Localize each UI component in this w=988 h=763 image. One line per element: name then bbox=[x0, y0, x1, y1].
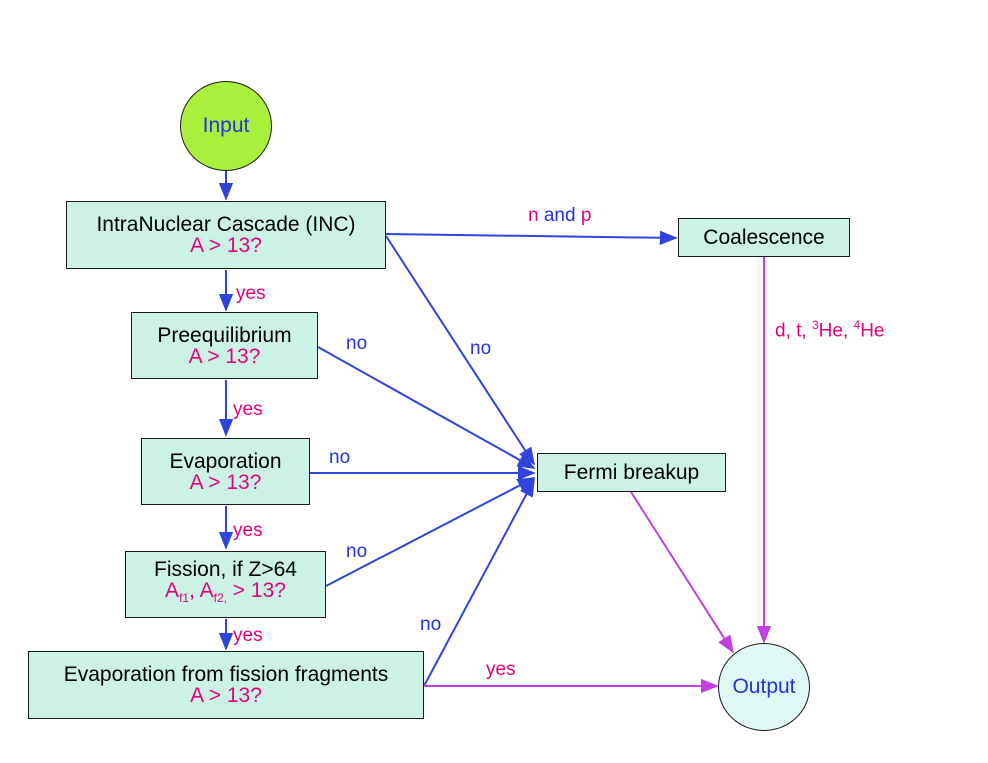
label-inc-preeq-yes: yes bbox=[236, 283, 266, 304]
fission-cond-a2-sub: f2, bbox=[213, 591, 227, 606]
label-fragments-fermi-no: no bbox=[420, 614, 442, 635]
fission-title: Fission, if Z>64 bbox=[154, 558, 297, 582]
label-n-and-p: n and p bbox=[528, 205, 591, 227]
fermi-label: Fermi breakup bbox=[563, 461, 700, 484]
fission-cond-a2: A bbox=[199, 579, 214, 603]
input-node: Input bbox=[180, 81, 272, 171]
label-and: and bbox=[543, 205, 576, 226]
inc-condition: A > 13? bbox=[190, 234, 262, 257]
preeq-box: Preequilibrium A > 13? bbox=[131, 312, 318, 379]
label-preeq-fermi-no: no bbox=[346, 333, 368, 354]
fission-cond-a1-sub: f1 bbox=[179, 591, 190, 606]
label-coalescence-products: d, t, 3He, 4He bbox=[775, 318, 885, 342]
label-fission-fragments-yes: yes bbox=[233, 625, 263, 646]
label-n: n bbox=[528, 205, 539, 226]
arrow-preeq-fermi bbox=[317, 346, 536, 469]
label-he4: He bbox=[860, 320, 885, 342]
output-node: Output bbox=[718, 643, 810, 731]
arrow-fission-fermi bbox=[325, 477, 536, 587]
fission-condition: Af1, Af2, > 13? bbox=[165, 580, 286, 609]
label-evap-fission-yes: yes bbox=[233, 520, 263, 541]
label-sup3: 3 bbox=[811, 318, 819, 332]
coalescence-box: Coalescence bbox=[678, 218, 850, 257]
arrow-inc-coalescence bbox=[385, 230, 678, 245]
fragments-box: Evaporation from fission fragments A > 1… bbox=[28, 651, 424, 719]
fission-cond-sep: , bbox=[189, 579, 200, 603]
arrow-fermi-output bbox=[630, 491, 734, 654]
arrow-inc-fermi bbox=[385, 235, 535, 466]
inc-box: IntraNuclear Cascade (INC) A > 13? bbox=[66, 201, 386, 269]
label-fission-fermi-no: no bbox=[346, 541, 368, 562]
coalescence-label: Coalescence bbox=[703, 226, 825, 249]
label-evap-fermi-no: no bbox=[329, 447, 351, 468]
label-sup4: 4 bbox=[853, 318, 861, 332]
label-he3: He, bbox=[818, 320, 854, 342]
inc-title: IntraNuclear Cascade (INC) bbox=[96, 213, 356, 236]
input-label: Input bbox=[202, 114, 250, 137]
fission-cond-rest: > 13? bbox=[226, 579, 286, 603]
label-fragments-output-yes: yes bbox=[486, 659, 516, 680]
fission-box: Fission, if Z>64 Af1, Af2, > 13? bbox=[125, 551, 326, 618]
evap-box: Evaporation A > 13? bbox=[141, 438, 310, 505]
fragments-condition: A > 13? bbox=[190, 684, 262, 707]
fragments-title: Evaporation from fission fragments bbox=[63, 663, 389, 686]
output-label: Output bbox=[732, 675, 796, 698]
preeq-condition: A > 13? bbox=[188, 344, 261, 368]
fermi-box: Fermi breakup bbox=[537, 453, 726, 492]
arrow-fragments-fermi bbox=[423, 478, 535, 687]
label-dt: d, t, bbox=[775, 320, 812, 342]
label-preeq-evap-yes: yes bbox=[233, 399, 263, 420]
evap-title: Evaporation bbox=[169, 449, 282, 473]
label-inc-fermi-no: no bbox=[470, 338, 492, 359]
fission-cond-a1: A bbox=[165, 579, 180, 603]
preeq-title: Preequilibrium bbox=[157, 323, 292, 347]
evap-condition: A > 13? bbox=[189, 470, 262, 494]
label-p: p bbox=[580, 205, 592, 226]
